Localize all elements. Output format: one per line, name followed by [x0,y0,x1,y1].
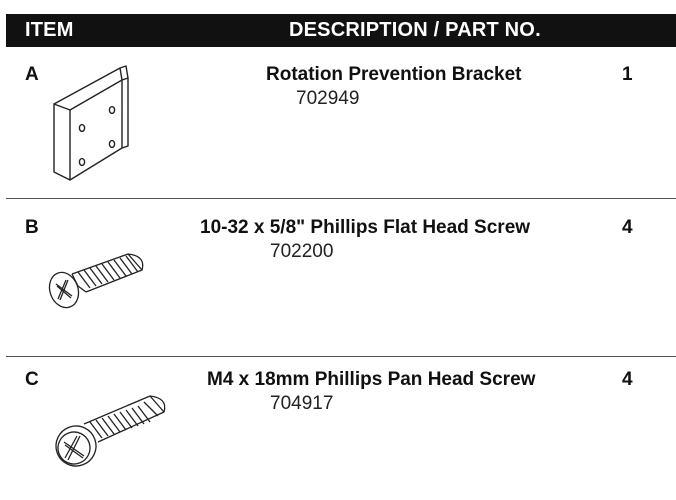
row-divider [6,356,676,357]
item-letter: A [25,64,39,85]
item-quantity: 4 [622,217,633,238]
item-part-number: 702949 [296,88,360,109]
flat-head-screw-icon [48,253,144,309]
item-column-header: ITEM [25,19,74,41]
item-description: 10-32 x 5/8" Phillips Flat Head Screw [200,217,531,238]
item-quantity: 1 [622,64,633,85]
description-column-header: DESCRIPTION / PART NO. [289,19,541,41]
item-part-number: 704917 [270,393,334,414]
item-part-number: 702200 [270,241,334,262]
row-divider [6,198,676,199]
parts-table-header: ITEM DESCRIPTION / PART NO. [6,14,676,47]
item-quantity: 4 [622,369,633,390]
item-letter: C [25,369,39,390]
item-letter: B [25,217,39,238]
item-description: M4 x 18mm Phillips Pan Head Screw [207,369,536,390]
pan-head-screw-icon [55,395,166,467]
item-description: Rotation Prevention Bracket [266,64,522,85]
bracket-icon [53,65,129,181]
